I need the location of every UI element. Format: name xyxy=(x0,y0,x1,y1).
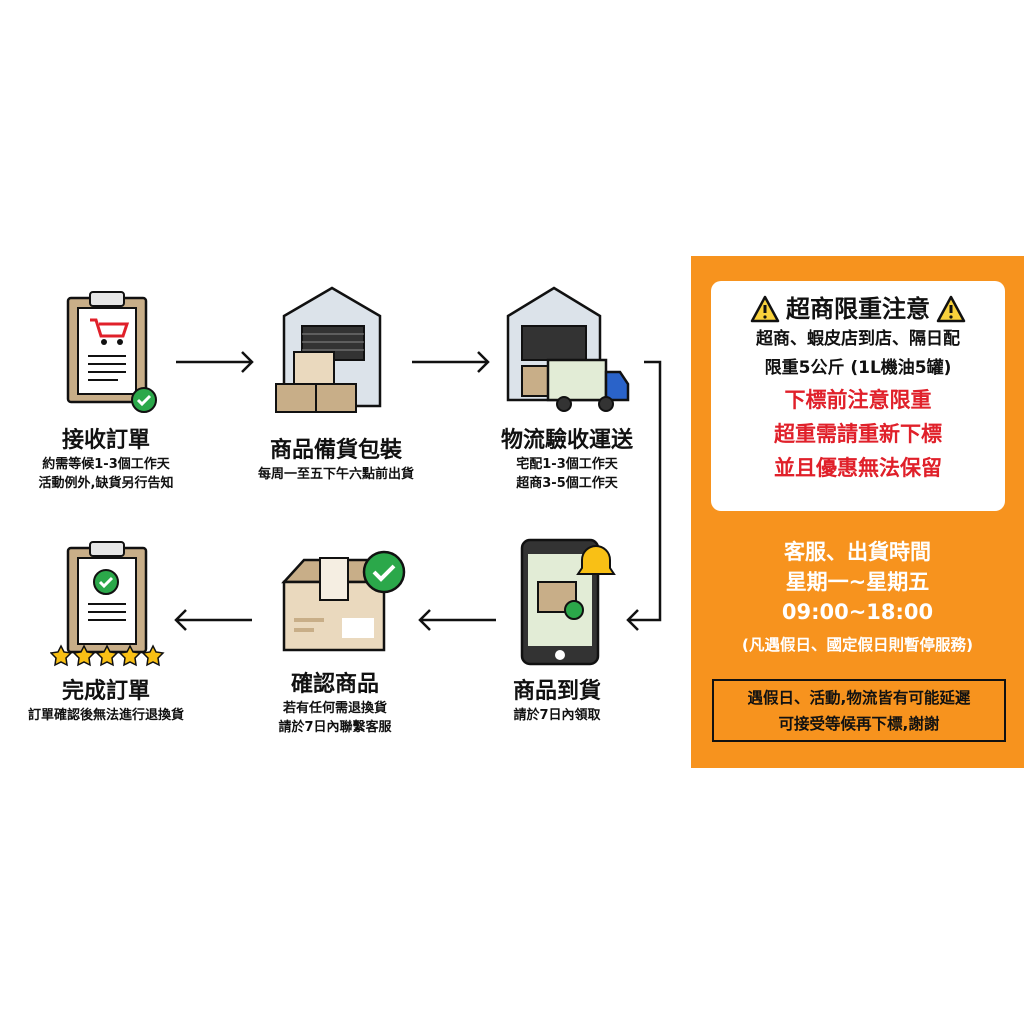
hours-time: 09:00~18:00 xyxy=(781,600,934,624)
step-packing: 商品備貨包裝 每周一至五下午六點前出貨 xyxy=(216,437,456,484)
arrow-left-1 xyxy=(418,609,496,631)
hours-days: 星期一~星期五 xyxy=(785,570,930,594)
arrow-right-1 xyxy=(176,351,254,373)
arrow-right-2 xyxy=(412,351,490,373)
step-confirm: 確認商品 若有任何需退換貨 請於7日內聯繫客服 xyxy=(215,671,455,737)
arrow-connector xyxy=(626,360,662,631)
red-warning-line: 超重需請重新下標 xyxy=(774,422,942,446)
note-line: 遇假日、活動,物流皆有可能延遲 xyxy=(747,689,971,707)
step-desc: 約需等候1-3個工作天 xyxy=(42,457,170,472)
step-arrival: 商品到貨 請於7日內領取 xyxy=(437,678,677,725)
delay-note-box: 遇假日、活動,物流皆有可能延遲 可接受等候再下標,謝謝 xyxy=(712,679,1006,742)
hours-title: 客服、出貨時間 xyxy=(784,540,931,564)
note-line: 可接受等候再下標,謝謝 xyxy=(778,715,940,733)
warning-icon xyxy=(750,295,780,323)
step-desc: 超商3-5個工作天 xyxy=(516,476,618,491)
warning-icon xyxy=(936,295,966,323)
step-desc: 請於7日內聯繫客服 xyxy=(278,720,392,735)
warehouse-boxes-icon xyxy=(275,286,382,413)
step-receive-order: 接收訂單 約需等候1-3個工作天 活動例外,缺貨另行告知 xyxy=(0,427,226,493)
clipboard-stars-icon xyxy=(50,541,165,667)
warehouse-truck-icon xyxy=(506,286,630,412)
step-complete: 完成訂單 訂單確認後無法進行退換貨 xyxy=(0,678,226,725)
weight-limit-card: 超商限重注意 超商、蝦皮店到店、隔日配 限重5公斤 (1L機油5罐) 下標前注意… xyxy=(711,281,1005,511)
holiday-note: (凡遇假日、國定假日則暫停服務) xyxy=(741,636,974,654)
step-title: 完成訂單 xyxy=(61,679,150,704)
red-warning-line: 並且優惠無法保留 xyxy=(774,456,942,480)
warning-title: 超商限重注意 xyxy=(786,295,930,323)
step-title: 接收訂單 xyxy=(61,428,150,453)
arrow-left-2 xyxy=(174,609,252,631)
step-desc: 宅配1-3個工作天 xyxy=(516,457,618,472)
step-title: 商品備貨包裝 xyxy=(269,438,402,463)
bell-icon xyxy=(576,545,616,575)
step-title: 物流驗收運送 xyxy=(500,428,633,453)
step-desc: 請於7日內領取 xyxy=(513,708,601,723)
step-desc: 活動例外,缺貨另行告知 xyxy=(38,476,174,491)
step-title: 商品到貨 xyxy=(512,679,601,704)
package-check-icon xyxy=(281,550,406,652)
step-desc: 訂單確認後無法進行退換貨 xyxy=(27,708,184,723)
step-desc: 每周一至五下午六點前出貨 xyxy=(257,467,414,482)
notice-panel: 超商限重注意 超商、蝦皮店到店、隔日配 限重5公斤 (1L機油5罐) 下標前注意… xyxy=(691,256,1024,768)
flow-arrows xyxy=(174,351,662,631)
step-desc: 若有任何需退換貨 xyxy=(282,701,387,716)
phone-delivery-icon xyxy=(520,538,616,666)
step-shipping: 物流驗收運送 宅配1-3個工作天 超商3-5個工作天 xyxy=(447,427,687,493)
info-line: 超商、蝦皮店到店、隔日配 xyxy=(756,329,960,349)
step-title: 確認商品 xyxy=(290,672,379,697)
clipboard-cart-icon xyxy=(66,291,157,413)
red-warning-line: 下標前注意限重 xyxy=(784,388,932,412)
info-line: 限重5公斤 (1L機油5罐) xyxy=(764,358,952,378)
